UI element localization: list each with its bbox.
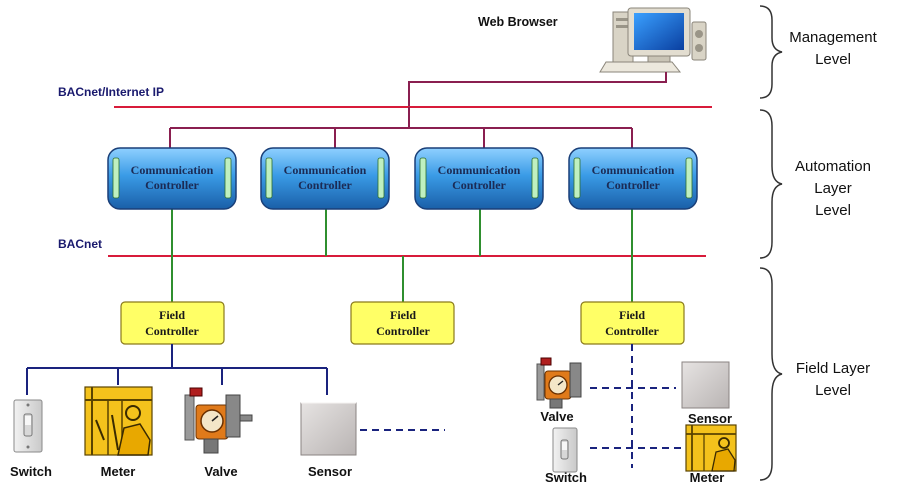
- cc-3-line-1: Communication: [438, 163, 521, 177]
- cc-2-line-1: Communication: [284, 163, 367, 177]
- management-level-line-1: Management: [789, 29, 877, 46]
- web-browser-label: Web Browser: [478, 15, 558, 29]
- device-label-sensor: Sensor: [308, 464, 352, 479]
- device-label-valve-right: Valve: [540, 409, 573, 424]
- sensor-icon-right: [681, 361, 730, 409]
- fc-1-line-2: Controller: [145, 324, 199, 338]
- cc-3-line-2: Controller: [452, 178, 506, 192]
- field-level-line-2: Level: [815, 382, 851, 399]
- switch-icon: [13, 399, 43, 453]
- meter-icon-right: [685, 424, 737, 472]
- cc-2-line-2: Controller: [298, 178, 352, 192]
- switch-icon-right: [552, 427, 578, 473]
- field-controller-2: Field Controller: [350, 301, 455, 345]
- cc-4-line-1: Communication: [592, 163, 675, 177]
- communication-controller-4: Communication Controller: [568, 147, 698, 210]
- bacnet-internet-ip-label: BACnet/Internet IP: [58, 85, 164, 99]
- automation-level-line-1: Automation: [795, 158, 871, 175]
- bacnet-label: BACnet: [58, 237, 102, 251]
- level-braces: [759, 5, 783, 481]
- fc-2-line-2: Controller: [376, 324, 430, 338]
- automation-level-line-3: Level: [815, 202, 851, 219]
- valve-icon: [184, 387, 253, 454]
- field-controller-3: Field Controller: [580, 301, 685, 345]
- cc-1-line-1: Communication: [131, 163, 214, 177]
- fc-1-line-1: Field: [159, 308, 185, 322]
- computer-icon: [599, 7, 707, 73]
- browser-uplink: [408, 72, 667, 107]
- cc-1-line-2: Controller: [145, 178, 199, 192]
- device-label-switch: Switch: [10, 464, 52, 479]
- fc-3-line-1: Field: [619, 308, 645, 322]
- fc-2-line-1: Field: [390, 308, 416, 322]
- communication-controller-3: Communication Controller: [414, 147, 544, 210]
- fc-3-line-2: Controller: [605, 324, 659, 338]
- management-level-line-2: Level: [815, 51, 851, 68]
- device-label-switch-right: Switch: [545, 470, 587, 483]
- cc-4-line-2: Controller: [606, 178, 660, 192]
- communication-controller-1: Communication Controller: [107, 147, 237, 210]
- communication-controller-2: Communication Controller: [260, 147, 390, 210]
- sensor-icon: [300, 402, 357, 456]
- device-label-sensor-right: Sensor: [688, 411, 732, 426]
- device-label-meter: Meter: [101, 464, 136, 479]
- automation-level-line-2: Layer: [814, 180, 852, 197]
- valve-icon-right: [536, 357, 582, 409]
- field-level-line-1: Field Layer: [796, 360, 870, 377]
- field-controller-1: Field Controller: [120, 301, 225, 345]
- device-label-valve: Valve: [204, 464, 237, 479]
- device-label-meter-right: Meter: [690, 470, 725, 483]
- meter-icon: [84, 386, 153, 456]
